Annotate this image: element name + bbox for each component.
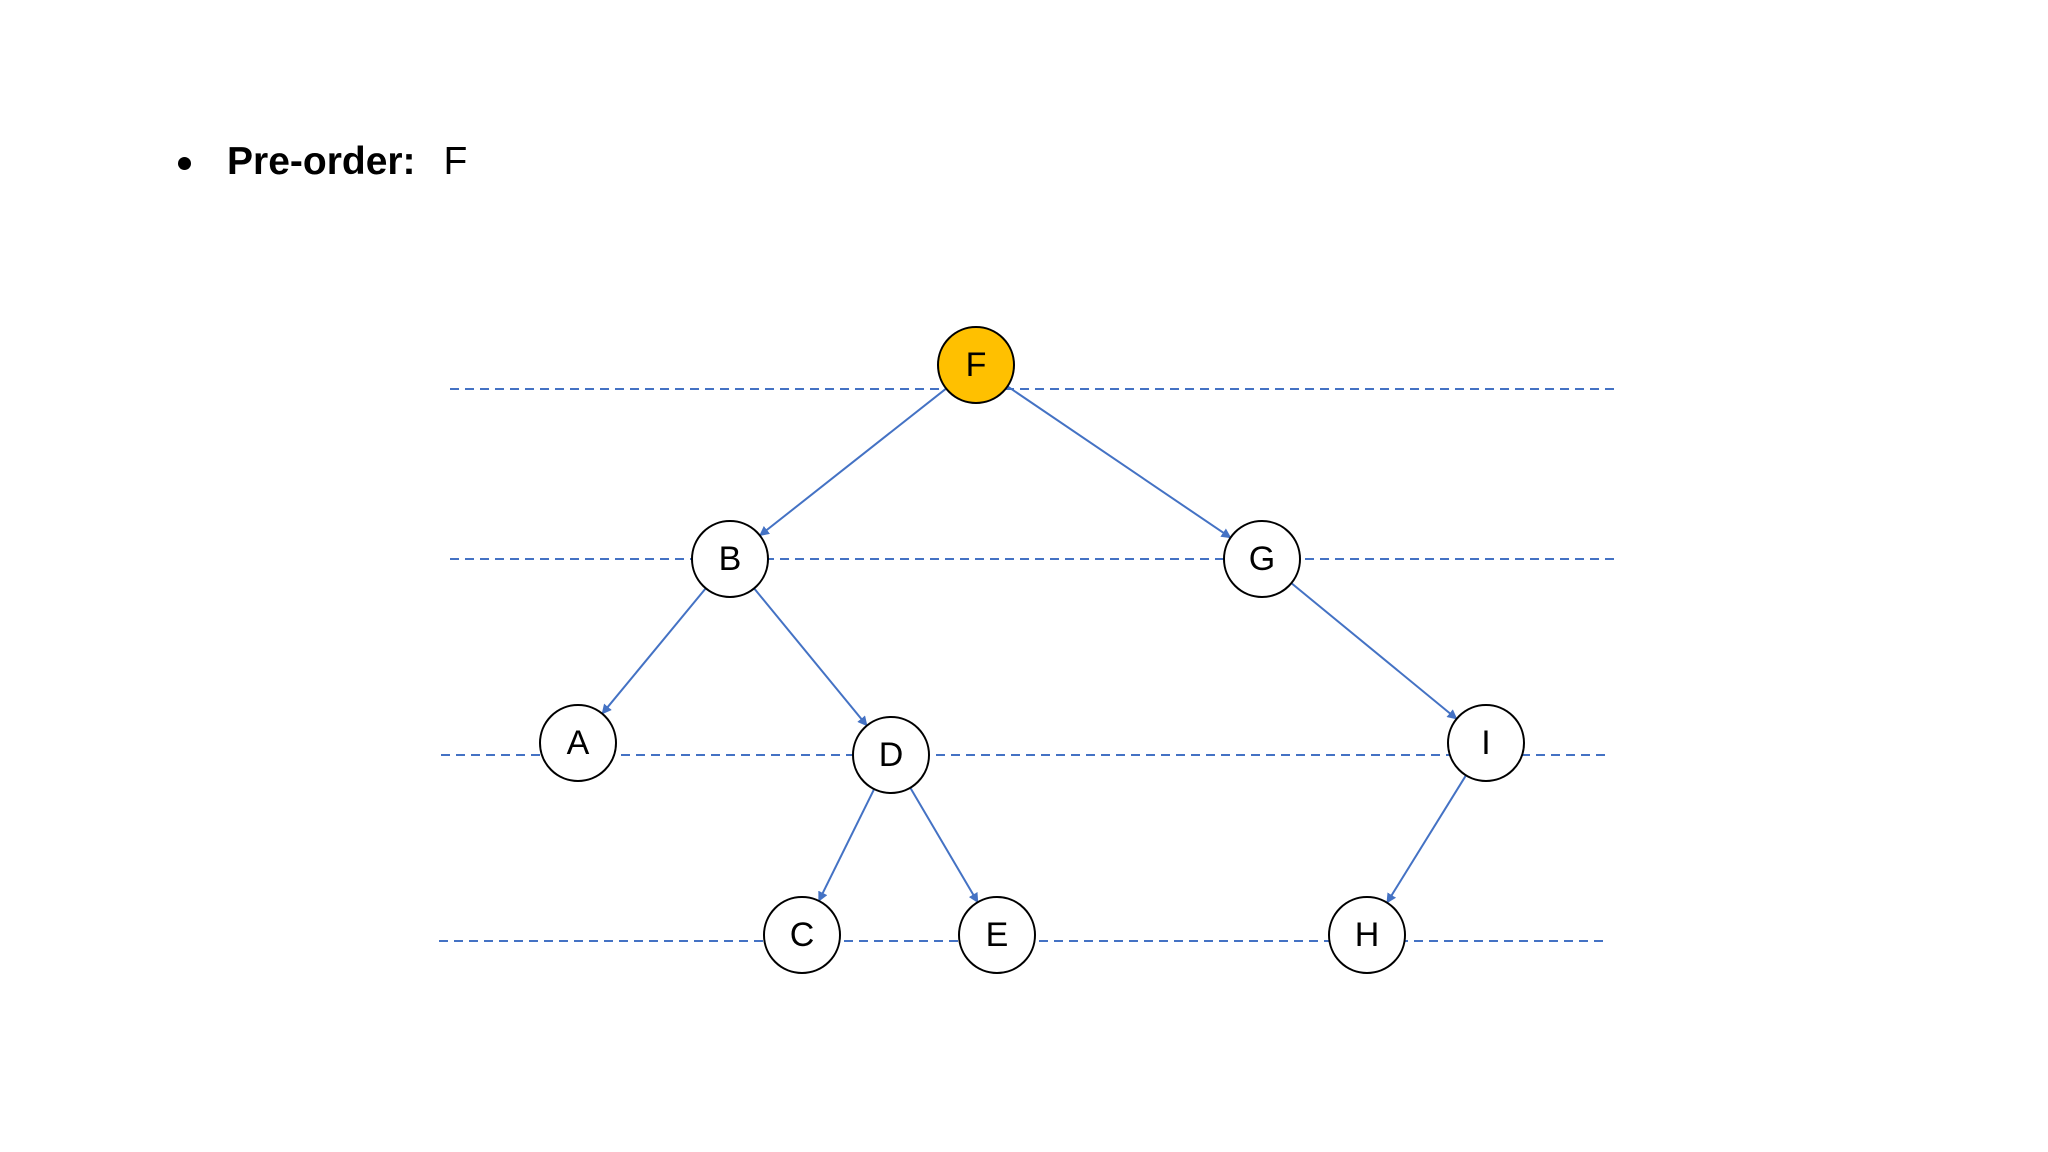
node-label-c: C [790,916,815,954]
node-label-e: E [986,916,1009,954]
node-label-b: B [719,540,742,578]
node-circle-b [691,520,769,598]
preorder-sequence: F [443,140,468,183]
bullet-dot-icon [178,156,191,170]
node-label-g: G [1249,540,1275,578]
node-circle-f [937,326,1015,404]
edge-d-e [909,787,979,904]
tree-edges [601,385,1467,904]
node-circle-g [1223,520,1301,598]
preorder-bullet: Pre-order: F [178,136,467,188]
node-circle-d [852,716,930,794]
edge-g-i [1290,582,1458,720]
node-circle-c [763,896,841,974]
tree-node-a: A [539,704,617,782]
edge-d-c [818,788,876,902]
node-label-i: I [1481,724,1490,762]
node-label-d: D [879,736,904,774]
tree-node-i: I [1447,704,1525,782]
edge-b-d [753,587,868,727]
tree-node-f: F [937,326,1015,404]
edge-f-b [759,387,947,537]
node-circle-a [539,704,617,782]
node-label-h: H [1355,916,1380,954]
level-lines [439,388,1620,942]
tree-node-b: B [691,520,769,598]
tree-nodes: F B G A D I C E H [539,326,1525,974]
preorder-label: Pre-order: [227,140,416,183]
node-circle-e [958,896,1036,974]
tree-node-c: C [763,896,841,974]
node-label-f: F [966,346,987,384]
tree-node-h: H [1328,896,1406,974]
tree-node-d: D [852,716,930,794]
edge-i-h [1386,774,1467,904]
tree-node-g: G [1223,520,1301,598]
node-circle-h [1328,896,1406,974]
node-label-a: A [567,724,590,762]
node-circle-i [1447,704,1525,782]
edge-f-g [1006,385,1232,539]
edge-b-a [601,587,707,715]
tree-node-e: E [958,896,1036,974]
